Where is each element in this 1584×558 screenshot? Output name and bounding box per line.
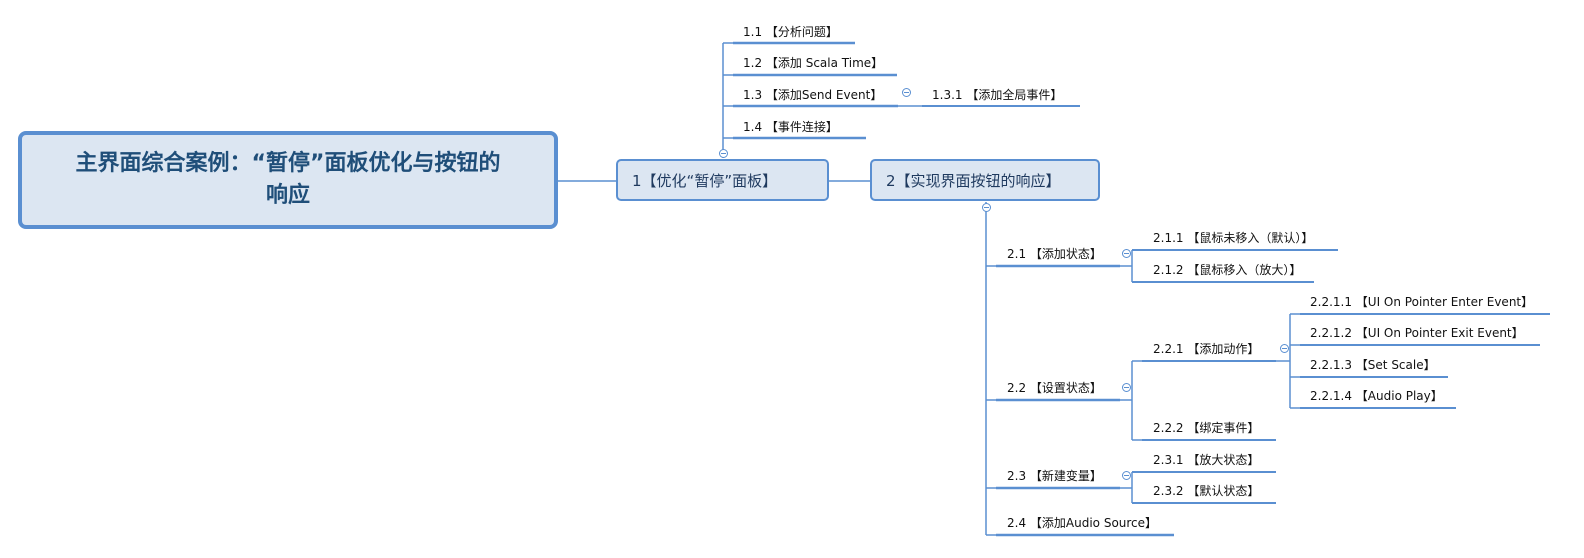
branch-2-label: 2【实现界面按钮的响应】 — [886, 171, 1061, 190]
topic-2-2-1-3[interactable]: 2.2.1.3 【Set Scale】 — [1310, 358, 1436, 372]
branch-1-topic[interactable]: 1【优化“暂停”面板】 — [616, 159, 829, 201]
root-topic-label: 主界面综合案例：“暂停”面板优化与按钮的响应 — [75, 151, 501, 208]
topic-2-2-1[interactable]: 2.2.1 【添加动作】 — [1153, 342, 1260, 356]
topic-1-3-1[interactable]: 1.3.1 【添加全局事件】 — [932, 88, 1063, 102]
branch-2-topic[interactable]: 2【实现界面按钮的响应】 — [870, 159, 1100, 201]
topic-2-3[interactable]: 2.3 【新建变量】 — [1007, 469, 1102, 483]
topic-2-2-1-2[interactable]: 2.2.1.2 【UI On Pointer Exit Event】 — [1310, 326, 1524, 340]
topic-1-3[interactable]: 1.3 【添加Send Event】 — [743, 88, 883, 102]
topic-1-4[interactable]: 1.4 【事件连接】 — [743, 120, 838, 134]
branch-2-collapse-icon[interactable] — [982, 203, 991, 212]
topic-2-1-collapse-icon[interactable] — [1122, 249, 1131, 258]
branch-1-label: 1【优化“暂停”面板】 — [632, 171, 778, 190]
topic-2-2-1-1[interactable]: 2.2.1.1 【UI On Pointer Enter Event】 — [1310, 295, 1534, 309]
topic-2-1-1[interactable]: 2.1.1 【鼠标未移入（默认）】 — [1153, 231, 1314, 245]
topic-2-2[interactable]: 2.2 【设置状态】 — [1007, 381, 1102, 395]
root-topic[interactable]: 主界面综合案例：“暂停”面板优化与按钮的响应 — [18, 131, 558, 229]
topic-2-2-1-collapse-icon[interactable] — [1280, 344, 1289, 353]
topic-2-1-2[interactable]: 2.1.2 【鼠标移入（放大）】 — [1153, 263, 1302, 277]
topic-2-3-1[interactable]: 2.3.1 【放大状态】 — [1153, 453, 1260, 467]
topic-2-2-1-4[interactable]: 2.2.1.4 【Audio Play】 — [1310, 389, 1443, 403]
topic-1-3-collapse-icon[interactable] — [902, 88, 911, 97]
topic-2-2-2[interactable]: 2.2.2 【绑定事件】 — [1153, 421, 1260, 435]
topic-2-2-collapse-icon[interactable] — [1122, 383, 1131, 392]
topic-2-1[interactable]: 2.1 【添加状态】 — [1007, 247, 1102, 261]
topic-2-4[interactable]: 2.4 【添加Audio Source】 — [1007, 516, 1158, 530]
topic-1-2[interactable]: 1.2 【添加 Scala Time】 — [743, 56, 884, 70]
topic-2-3-2[interactable]: 2.3.2 【默认状态】 — [1153, 484, 1260, 498]
branch-1-collapse-icon[interactable] — [719, 149, 728, 158]
topic-2-3-collapse-icon[interactable] — [1122, 471, 1131, 480]
topic-1-1[interactable]: 1.1 【分析问题】 — [743, 25, 838, 39]
